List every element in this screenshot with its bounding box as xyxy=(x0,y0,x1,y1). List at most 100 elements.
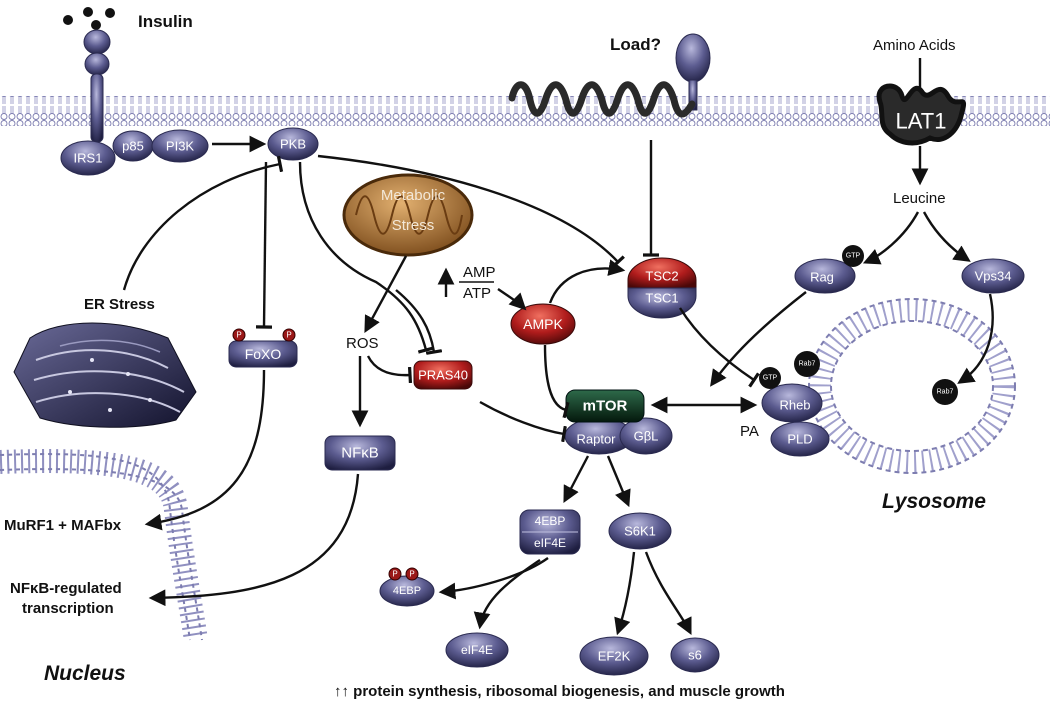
footer-caption: ↑↑ protein synthesis, ribosomal biogenes… xyxy=(334,683,785,700)
gtp-label: GTP xyxy=(763,375,778,382)
irs1-node xyxy=(60,140,116,176)
edge-pkb-pras40 xyxy=(298,161,435,354)
load-receptor xyxy=(508,33,711,118)
edge-vps34-lysosome xyxy=(957,293,994,384)
ampk-node xyxy=(510,303,576,345)
4ebp-label: 4EBP xyxy=(535,514,566,528)
s6k1-node xyxy=(608,512,672,550)
edge-ampk-tsc2 xyxy=(548,259,626,304)
metabolic-stress-label-1: Metabolic xyxy=(381,187,446,204)
phospho-icon xyxy=(232,328,246,342)
edge-amp-ampk xyxy=(497,288,527,311)
foxo-node xyxy=(228,340,298,368)
edge-mito-pras40 xyxy=(395,289,443,355)
phospho-icon xyxy=(405,567,419,581)
edge-raptor-s6k1 xyxy=(606,455,631,508)
vps34-label: Vps34 xyxy=(975,269,1012,284)
metabolic-stress-label-2: Stress xyxy=(392,217,435,234)
gtp-label: GTP xyxy=(846,253,861,260)
edge-er-pkb xyxy=(122,155,284,291)
pi3k-label: PI3K xyxy=(166,139,195,154)
edge-pkb-tsc2 xyxy=(317,154,625,269)
edge-s6k1-ef2k xyxy=(614,551,636,636)
edge-mito-ros xyxy=(364,255,408,333)
rab7-label: Rab7 xyxy=(799,361,816,368)
edge-leucine-vps34 xyxy=(922,211,971,262)
phospho-label: P xyxy=(409,570,414,579)
lysosome-membrane xyxy=(809,299,1015,473)
insulin-receptor xyxy=(63,7,115,143)
phospho-icon xyxy=(388,567,402,581)
pld-node xyxy=(770,421,830,457)
edge-4ebp-p4ebp xyxy=(438,557,549,600)
rag-node xyxy=(794,258,856,294)
edge-s6k1-s6 xyxy=(644,551,692,636)
s6-node xyxy=(670,637,720,673)
foxo-label: FoXO xyxy=(245,346,282,362)
gbl-label: GβL xyxy=(634,429,659,444)
plasma-membrane xyxy=(0,96,1050,126)
eif4e-free-node xyxy=(445,632,509,668)
load-label: Load? xyxy=(610,35,661,54)
atp-label: ATP xyxy=(463,285,491,302)
gtp-badge xyxy=(759,367,781,389)
pld-label: PLD xyxy=(787,432,812,447)
phospho-label: P xyxy=(286,331,291,340)
er-stress-label: ER Stress xyxy=(84,296,155,313)
rheb-node xyxy=(761,383,823,423)
edge-pras40-raptor xyxy=(479,400,567,443)
nfkb-node xyxy=(324,435,396,471)
nfkb-regulated-label-1: NFκB-regulated xyxy=(10,580,122,597)
ef2k-label: EF2K xyxy=(598,649,631,664)
pa-label: PA xyxy=(740,423,759,440)
insulin-dot xyxy=(91,20,101,30)
edge-4ebp-eif4e xyxy=(473,559,541,630)
rheb-label: Rheb xyxy=(779,398,810,413)
ef2k-node xyxy=(579,636,649,676)
edge-nfkb-transcription xyxy=(148,473,360,607)
pras40-label: PRAS40 xyxy=(418,368,468,383)
ampk-label: AMPK xyxy=(523,316,563,332)
lat1-label: LAT1 xyxy=(896,109,947,134)
edge-rag-lysosome xyxy=(710,291,807,387)
mtor-label: mTOR xyxy=(583,398,628,415)
amino-acids-label: Amino Acids xyxy=(873,37,956,54)
edge-tsc1-rheb xyxy=(678,307,760,388)
s6k1-label: S6K1 xyxy=(624,524,656,539)
edge-pkb-foxo xyxy=(255,161,273,329)
insulin-label: Insulin xyxy=(138,12,193,31)
tsc2-label: TSC2 xyxy=(645,269,678,284)
leucine-label: Leucine xyxy=(893,190,946,207)
rab7-badge xyxy=(794,351,820,377)
irs1-label: IRS1 xyxy=(74,151,103,166)
pras40-node xyxy=(413,360,473,390)
s6-label: s6 xyxy=(688,648,702,663)
phospho-label: P xyxy=(236,331,241,340)
4ebp-p-label: 4EBP xyxy=(393,585,421,597)
edges xyxy=(122,135,994,636)
ros-label: ROS xyxy=(346,335,379,352)
nfkb-regulated-label-2: transcription xyxy=(22,600,114,617)
insulin-dot xyxy=(83,7,93,17)
lysosome-label: Lysosome xyxy=(882,490,986,513)
eif4e-free-label: eIF4E xyxy=(461,643,493,657)
edge-leucine-rag xyxy=(862,211,920,265)
pi3k-node xyxy=(151,129,209,163)
p85-label: p85 xyxy=(122,139,144,154)
amp-label: AMP xyxy=(463,264,496,281)
insulin-dot xyxy=(105,8,115,18)
vps34-node xyxy=(961,258,1025,294)
edge-raptor-4ebp xyxy=(563,455,590,503)
murf1-mafbx-label: MuRF1 + MAFbx xyxy=(4,517,122,534)
tsc1-label: TSC1 xyxy=(645,291,678,306)
edge-ampk-mtor xyxy=(543,344,570,419)
pkb-label: PKB xyxy=(280,137,306,152)
lat1-transporter xyxy=(876,83,966,146)
edge-ros-pras40 xyxy=(366,355,413,384)
raptor-label: Raptor xyxy=(576,432,616,447)
phospho-icon xyxy=(282,328,296,342)
eif4e-label: eIF4E xyxy=(534,536,566,550)
gbl-node xyxy=(619,417,673,455)
insulin-dot xyxy=(63,15,73,25)
